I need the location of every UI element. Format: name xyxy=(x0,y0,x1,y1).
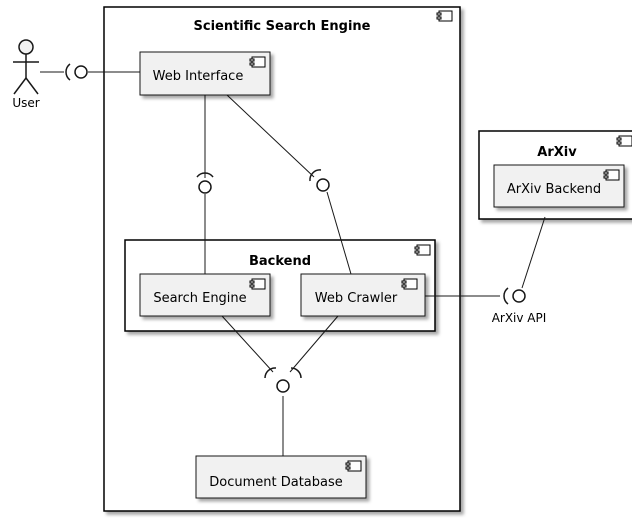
component-icon xyxy=(249,56,266,68)
connector-api-to-arxiv xyxy=(521,216,546,289)
interfaces xyxy=(65,63,526,393)
component-label: Web Interface xyxy=(153,69,244,84)
component-icon xyxy=(345,460,362,472)
actor-label: User xyxy=(12,96,39,110)
web-crawler-component: Web Crawler xyxy=(300,273,426,317)
web-interface-component: Web Interface xyxy=(139,51,271,96)
container-title: Backend xyxy=(249,254,311,269)
connector-crawler-to-db xyxy=(289,315,339,373)
connector-web-to-crawler xyxy=(226,94,315,178)
user-actor: User xyxy=(12,39,40,110)
connectors xyxy=(40,71,546,456)
web-crawler-interface-symbol xyxy=(309,169,330,192)
connector-search-to-db xyxy=(221,315,274,373)
connector-crawler-iface xyxy=(326,191,352,275)
search-engine-component: Search Engine xyxy=(139,273,271,317)
component-label: ArXiv Backend xyxy=(507,182,601,197)
user-actor-icon xyxy=(13,39,39,95)
container-title: Scientific Search Engine xyxy=(194,19,371,34)
component-label: Search Engine xyxy=(153,291,246,306)
document-database-component: Document Database xyxy=(195,455,367,499)
component-icon xyxy=(603,169,620,181)
interface-label: ArXiv API xyxy=(492,311,547,325)
component-icon xyxy=(401,278,418,290)
search-engine-interface-symbol xyxy=(196,172,214,194)
component-icon xyxy=(616,135,632,147)
document-database-interface-symbol xyxy=(264,367,302,393)
component-icon xyxy=(414,244,431,256)
container-title: ArXiv xyxy=(537,145,577,160)
user-interface-symbol xyxy=(65,63,88,81)
component-label: Document Database xyxy=(209,475,343,490)
component-label: Web Crawler xyxy=(315,291,398,306)
arxiv-api-interface-symbol xyxy=(503,287,526,305)
component-icon xyxy=(249,278,266,290)
component-icon xyxy=(436,10,453,22)
arxiv-backend-component: ArXiv Backend xyxy=(493,164,625,208)
